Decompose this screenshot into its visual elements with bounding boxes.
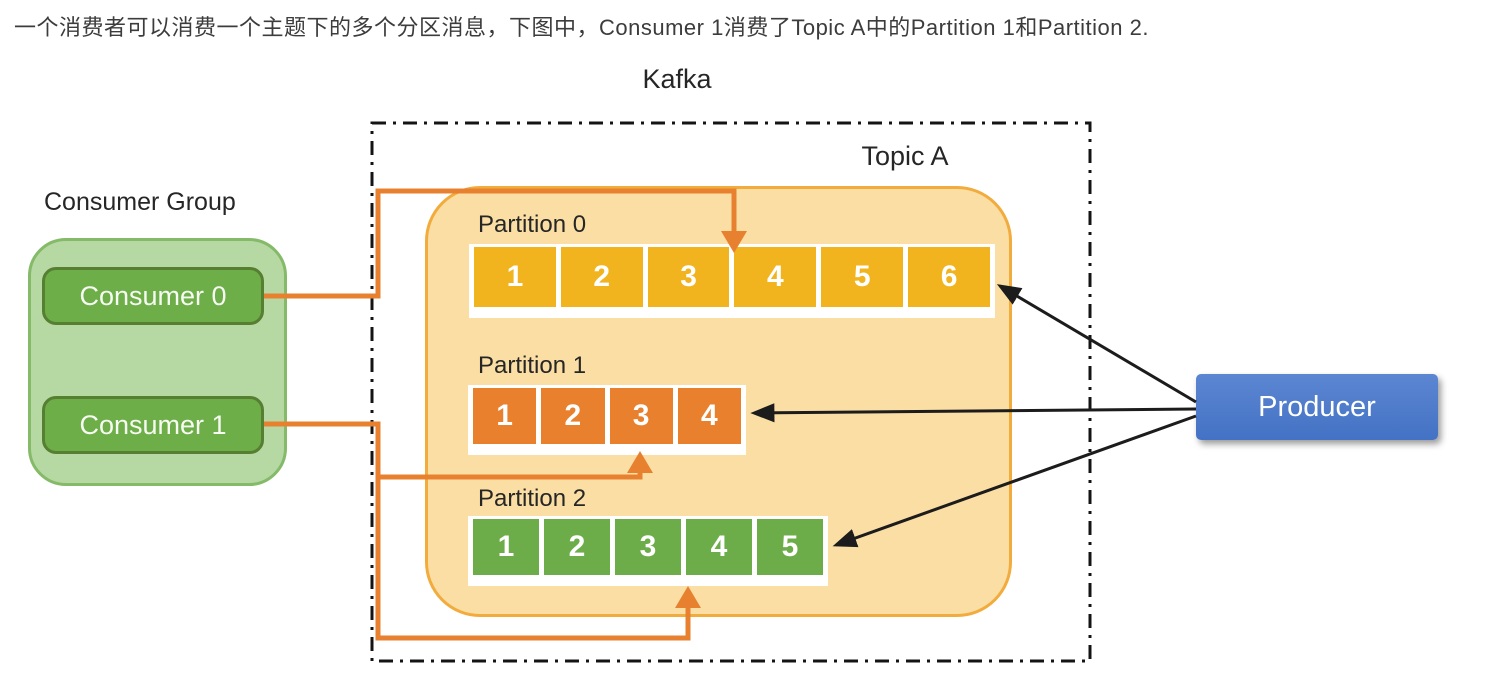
partition-1-label: Partition 1 [478, 352, 587, 379]
message-cell: 5 [821, 247, 904, 307]
message-cell: 1 [474, 247, 556, 307]
producer-box: Producer [1196, 374, 1438, 440]
message-cell: 6 [908, 247, 990, 307]
message-cell: 3 [647, 247, 730, 307]
consumer-group-label: Consumer Group [44, 188, 236, 216]
message-cell: 4 [686, 519, 752, 575]
producer-to-partition0-arrow [996, 284, 1197, 404]
message-cell: 1 [473, 519, 539, 575]
message-cell: 4 [734, 247, 817, 307]
message-cell: 1 [473, 388, 537, 444]
message-cell: 5 [757, 519, 823, 575]
message-cell: 3 [609, 388, 673, 444]
message-cell: 2 [560, 247, 643, 307]
kafka-label: Kafka [642, 64, 712, 94]
topic-a-label: Topic A [861, 141, 949, 171]
message-cell: 4 [677, 388, 741, 444]
header-text: 一个消费者可以消费一个主题下的多个分区消息，下图中，Consumer 1消费了T… [14, 15, 1149, 40]
partition-2-label: Partition 2 [478, 485, 587, 512]
message-cell: 2 [544, 519, 610, 575]
partition-0-label: Partition 0 [478, 211, 587, 238]
consumer-0-box: Consumer 0 [42, 267, 264, 325]
message-cell: 3 [615, 519, 681, 575]
message-cell: 2 [541, 388, 605, 444]
consumer-1-box: Consumer 1 [42, 396, 264, 454]
